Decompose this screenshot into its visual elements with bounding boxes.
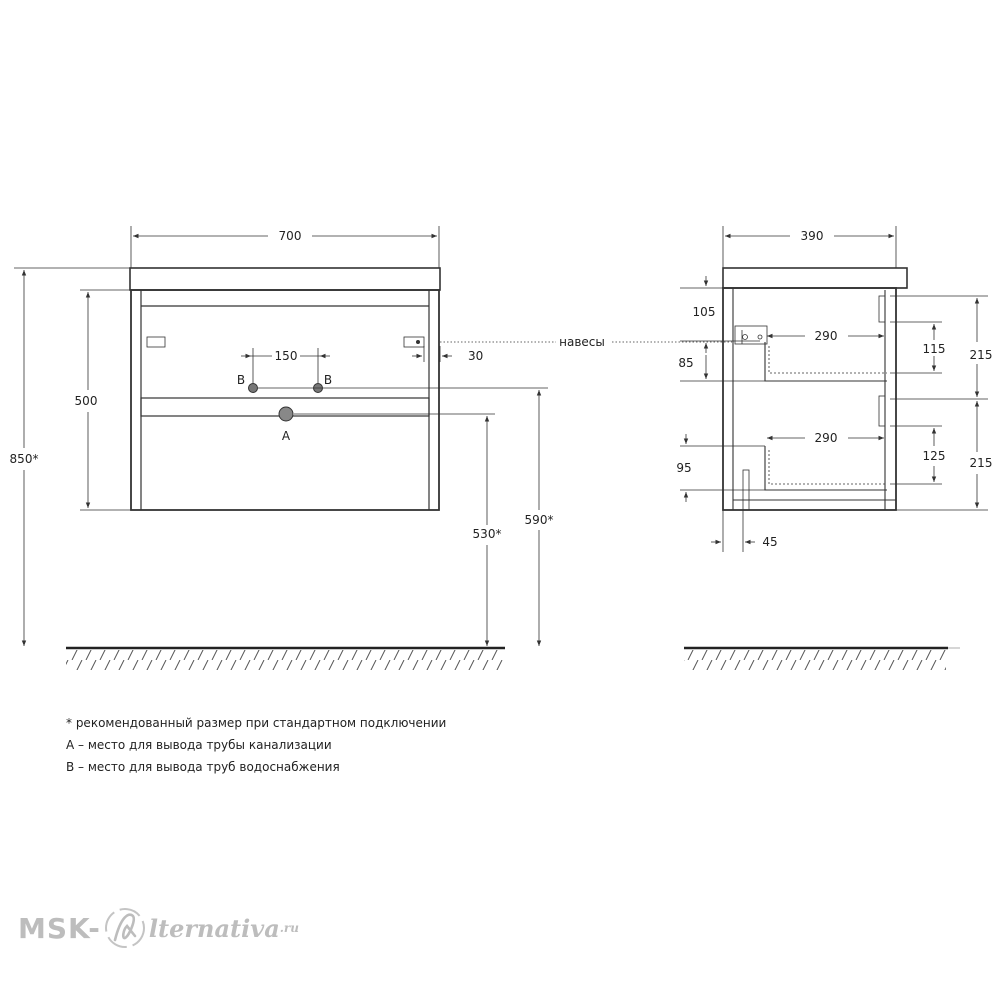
- label-pipe-a: A: [282, 429, 291, 443]
- label-pipe-b-left: B: [237, 373, 245, 387]
- watermark-right: lternativa: [148, 913, 280, 943]
- notes: * рекомендованный размер при стандартном…: [66, 712, 446, 778]
- dim-pipe-spacing: 150: [275, 349, 298, 363]
- watermark-left: MSK-: [18, 911, 101, 945]
- hinge-left: [146, 336, 166, 348]
- dim-side-top-offset: 105: [693, 305, 716, 319]
- watermark-a-logo: [104, 908, 145, 948]
- hinge-right: [403, 336, 425, 348]
- dim-drawer-depth-bottom: 290: [815, 431, 838, 445]
- watermark: MSK- lternativa .ru: [18, 906, 299, 950]
- pipe-a: [278, 406, 294, 422]
- dim-height-a: 530*: [473, 527, 502, 541]
- dim-front-215-bottom: 215: [970, 456, 993, 470]
- pipe-outlets: [248, 383, 323, 422]
- side-dimensions: [680, 226, 988, 552]
- label-pipe-b-right: B: [324, 373, 332, 387]
- dim-offset-45: 45: [762, 535, 777, 549]
- dim-front-215-top: 215: [970, 348, 993, 362]
- dim-height-95: 95: [676, 461, 691, 475]
- hinge-label: навесы: [559, 335, 605, 349]
- dim-front-height: 500: [75, 394, 98, 408]
- watermark-suffix: .ru: [279, 921, 299, 935]
- note-recommended: * рекомендованный размер при стандартном…: [66, 716, 447, 730]
- dim-hinge-offset: 30: [468, 349, 483, 363]
- front-countertop: [129, 267, 441, 291]
- side-countertop: [722, 267, 908, 289]
- side-view: [722, 267, 908, 511]
- front-floor: [66, 646, 505, 670]
- dim-gap-85: 85: [678, 356, 693, 370]
- note-b: В – место для вывода труб водоснабжения: [66, 760, 340, 774]
- dim-drawer-lower: 125: [923, 449, 946, 463]
- side-drawer-lower: [764, 446, 887, 491]
- side-drawer-upper: [764, 342, 887, 382]
- front-view: [129, 267, 441, 511]
- front-dimensions: [14, 226, 556, 646]
- dim-front-total-height: 850*: [10, 452, 39, 466]
- dim-front-width: 700: [279, 229, 302, 243]
- dim-height-b: 590*: [525, 513, 554, 527]
- dim-side-depth: 390: [801, 229, 824, 243]
- side-floor: [684, 646, 960, 670]
- front-cabinet-body: [130, 289, 440, 511]
- note-a: А – место для вывода трубы канализации: [66, 738, 332, 752]
- dim-drawer-depth-top: 290: [815, 329, 838, 343]
- pipe-b-left: [248, 383, 258, 393]
- dim-drawer-upper: 115: [923, 342, 946, 356]
